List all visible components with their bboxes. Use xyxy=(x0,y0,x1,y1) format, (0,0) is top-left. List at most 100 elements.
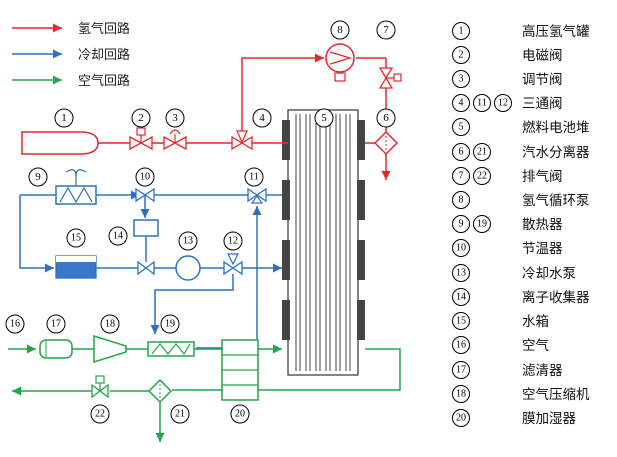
svg-text:10: 10 xyxy=(140,172,150,183)
key-row-20: 20 膜加湿器 xyxy=(452,409,576,427)
svg-text:滤清器: 滤清器 xyxy=(522,363,563,379)
legend: 氢气回路 冷却回路 空气回路 xyxy=(12,21,130,89)
key-row-9: 9 19 散热器 xyxy=(452,215,563,233)
svg-text:散热器: 散热器 xyxy=(522,217,563,233)
svg-text:17: 17 xyxy=(456,365,466,376)
svg-text:膜加湿器: 膜加湿器 xyxy=(522,411,576,427)
hydrogen-tank xyxy=(21,131,99,155)
svg-text:6: 6 xyxy=(383,112,389,124)
key-row-14: 14 离子收集器 xyxy=(452,288,590,306)
callout-1: 1 xyxy=(54,108,74,128)
key-row-17: 17 滤清器 xyxy=(452,361,563,379)
hydrogen-loop xyxy=(21,43,402,180)
fuel-cell-stack xyxy=(282,109,365,376)
callout-8: 8 xyxy=(330,20,350,40)
callout-7: 7 xyxy=(376,20,396,40)
svg-text:16: 16 xyxy=(456,340,466,351)
svg-text:空气: 空气 xyxy=(522,338,549,354)
key-row-2: 2 电磁阀 xyxy=(452,46,563,64)
key-row-7: 7 22 排气阀 xyxy=(452,167,563,185)
callout-20: 20 xyxy=(230,404,250,424)
svg-text:17: 17 xyxy=(51,319,61,330)
water-separator-hydrogen xyxy=(373,130,399,156)
key-row-6: 6 21 汽水分离器 xyxy=(452,143,590,161)
callout-17: 17 xyxy=(46,314,66,334)
callout-9: 9 xyxy=(28,167,48,187)
svg-text:2: 2 xyxy=(138,112,144,124)
key-row-3: 3 调节阀 xyxy=(452,70,563,88)
ion-collector xyxy=(133,219,159,237)
svg-text:汽水分离器: 汽水分离器 xyxy=(522,144,590,161)
svg-text:12: 12 xyxy=(228,236,238,247)
key-row-4: 4 11 12 三通阀 xyxy=(452,94,563,112)
svg-text:排气阀: 排气阀 xyxy=(522,169,563,185)
callout-2: 2 xyxy=(131,108,151,128)
svg-text:电磁阀: 电磁阀 xyxy=(522,48,563,64)
callout-5: 5 xyxy=(314,108,334,128)
svg-text:3: 3 xyxy=(172,112,178,124)
svg-text:水箱: 水箱 xyxy=(522,314,549,330)
svg-text:10: 10 xyxy=(456,243,466,254)
callout-19: 19 xyxy=(160,314,180,334)
svg-text:13: 13 xyxy=(456,268,466,279)
coolant-pump xyxy=(175,255,201,281)
callout-10: 10 xyxy=(135,167,155,187)
callout-11: 11 xyxy=(244,167,264,187)
key-row-1: 1 高压氢气罐 xyxy=(452,22,590,40)
svg-text:7: 7 xyxy=(383,24,389,36)
key-row-18: 18 空气压缩机 xyxy=(452,385,590,403)
svg-text:6: 6 xyxy=(459,147,464,158)
svg-text:11: 11 xyxy=(477,98,487,109)
svg-text:21: 21 xyxy=(175,409,185,420)
svg-text:18: 18 xyxy=(456,389,466,400)
svg-text:4: 4 xyxy=(259,112,265,124)
callout-3: 3 xyxy=(165,108,185,128)
callout-21: 21 xyxy=(170,404,190,424)
svg-text:11: 11 xyxy=(249,172,259,183)
svg-text:19: 19 xyxy=(477,219,487,230)
svg-text:高压氢气罐: 高压氢气罐 xyxy=(522,23,590,40)
svg-text:16: 16 xyxy=(10,319,20,330)
callout-15: 15 xyxy=(66,228,86,248)
callout-12: 12 xyxy=(223,231,243,251)
legend-item-coolant: 冷却回路 xyxy=(12,47,130,63)
svg-text:冷却水泵: 冷却水泵 xyxy=(522,266,576,282)
svg-text:8: 8 xyxy=(337,24,343,36)
coolant-junction-valve xyxy=(137,260,155,276)
water-separator-air xyxy=(147,378,173,404)
key-row-10: 10 节温器 xyxy=(452,239,563,257)
air-loop xyxy=(8,334,401,442)
svg-text:15: 15 xyxy=(456,316,466,327)
svg-text:19: 19 xyxy=(165,319,175,330)
air-filter xyxy=(39,339,73,359)
callout-6: 6 xyxy=(376,108,396,128)
svg-text:5: 5 xyxy=(321,112,327,124)
svg-text:1: 1 xyxy=(61,112,67,124)
svg-text:14: 14 xyxy=(456,292,466,303)
svg-text:18: 18 xyxy=(105,319,115,330)
key-row-8: 8 氢气循环泵 xyxy=(452,191,590,209)
svg-text:3: 3 xyxy=(459,74,464,85)
svg-text:调节阀: 调节阀 xyxy=(522,72,563,88)
svg-text:20: 20 xyxy=(456,413,466,424)
key-row-16: 16 空气 xyxy=(452,336,549,354)
legend-label-hydrogen: 氢气回路 xyxy=(78,21,130,37)
callout-4: 4 xyxy=(252,108,272,128)
svg-text:4: 4 xyxy=(459,98,464,109)
svg-text:2: 2 xyxy=(459,50,464,61)
key-row-5: 5 燃料电池堆 xyxy=(452,118,590,136)
svg-text:8: 8 xyxy=(459,195,464,206)
key-row-15: 15 水箱 xyxy=(452,312,549,330)
svg-text:9: 9 xyxy=(459,219,464,230)
svg-text:9: 9 xyxy=(35,171,41,183)
svg-text:燃料电池堆: 燃料电池堆 xyxy=(522,119,590,136)
callout-14: 14 xyxy=(108,226,128,246)
callout-markers: 1 2 3 4 5 6 7 8 9 10 11 12 13 14 15 16 1… xyxy=(5,20,396,424)
callout-18: 18 xyxy=(100,314,120,334)
svg-text:氢气循环泵: 氢气循环泵 xyxy=(522,193,590,209)
svg-text:14: 14 xyxy=(113,231,123,242)
legend-item-hydrogen: 氢气回路 xyxy=(12,21,130,37)
svg-text:三通阀: 三通阀 xyxy=(522,96,563,112)
svg-text:22: 22 xyxy=(477,171,487,182)
